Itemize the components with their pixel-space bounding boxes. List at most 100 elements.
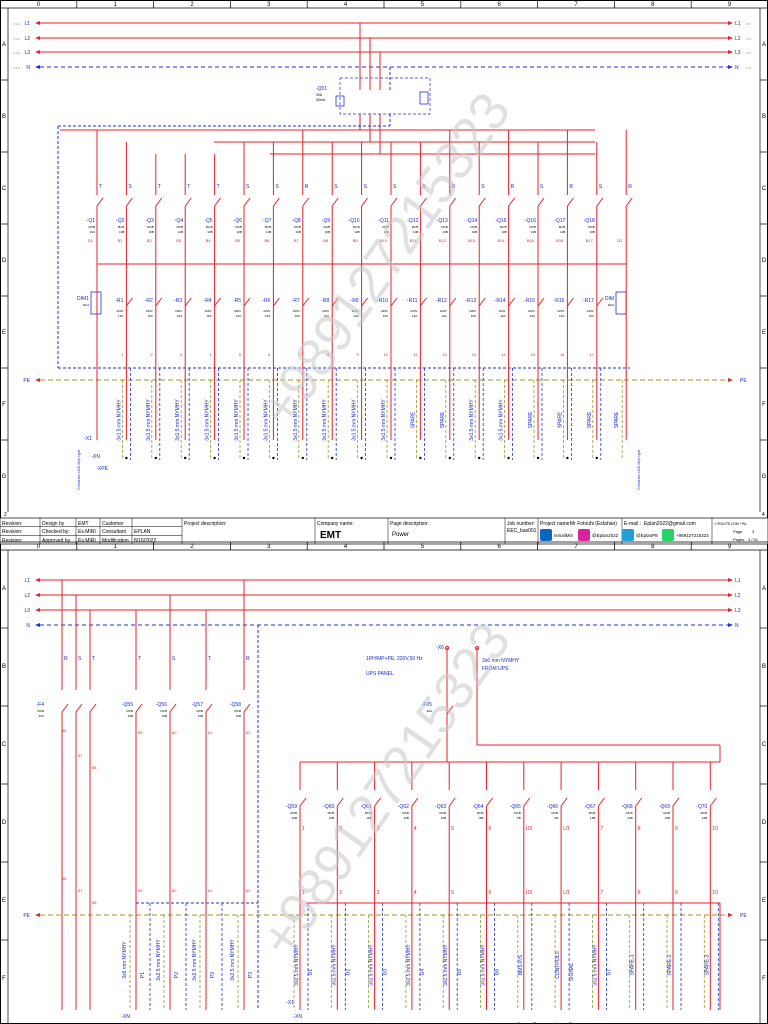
mcb-q18[interactable] [585,214,607,234]
row-index: E [762,898,766,904]
mcb-rating: 25B [128,714,133,718]
terminal-point [184,456,187,460]
mcb-q16[interactable] [526,214,548,234]
mcb-rating: 10B [295,230,300,234]
email: Eplan2022@gmail.com [644,521,696,527]
mcb-contact [523,797,531,807]
project-description-label: Project description: [184,521,227,527]
mcb-type: MCB [353,225,360,229]
cable-destination: P3 [248,972,254,978]
mcb-tag: -Q11 [378,218,389,224]
phase-letter: S [78,656,82,662]
main-breaker-sensitivity: 30mA [316,98,326,102]
cross-ref: 2.9 E [13,22,20,26]
mcb-hit[interactable] [144,214,166,234]
bus-arrow [35,50,40,54]
relay-current: 16A [353,314,358,318]
mcb-rating: 6B [517,816,521,820]
cross-ref: 2.9 E [13,51,20,55]
relay-voltage: 220V [293,309,300,313]
mcb-q3[interactable] [144,214,166,234]
mcb-tag: -Q68 [622,804,633,810]
row-index: E [2,330,6,336]
mcb-type: MCB [701,811,708,815]
relay-tag: -R10 [377,298,388,304]
mcb-q4[interactable] [173,214,195,234]
ups-cable: 3x6 mm NYMHY [482,658,520,664]
mcb-q2[interactable] [114,214,136,234]
mcb-type: MCB [440,811,447,815]
mcb-type: MCB [441,225,448,229]
mcb-q6[interactable] [232,214,254,234]
telegram-icon[interactable] [622,529,634,541]
mcb-hit[interactable] [291,214,313,234]
cable-label: 3x1.5 mm NYMHY [175,399,181,441]
ups-terminal: -X6 [436,645,444,651]
mcb-rating: 16B [702,816,707,820]
mcb-q7[interactable] [261,214,283,234]
bus-label-l2: L2 [24,593,30,599]
mcb-contact [302,197,310,207]
mcb-tag: -Q16 [525,218,536,224]
mcb-q1[interactable] [85,214,107,234]
main-breaker-q01[interactable] [339,77,431,115]
mcb-hit[interactable] [261,214,283,234]
mcb-rating: 10B [413,230,418,234]
cross-ref: / 4.8 [745,37,751,41]
relay-voltage: 220V [410,309,417,313]
design-by: EMT [78,521,89,527]
mcb-contact [635,797,643,807]
mcb-q9[interactable] [320,214,342,234]
dimmer-dim1[interactable] [90,291,102,315]
mcb-q17[interactable] [555,214,577,234]
main-breaker-rating: 32A [316,93,323,97]
relay-contact [361,297,369,307]
linkedin-icon[interactable] [540,529,552,541]
cable-label: SPARE-2 [667,954,673,975]
title-block [0,517,768,545]
mcb-hit[interactable] [555,214,577,234]
phase-letter: S [393,184,397,190]
wire-number: 56 [62,728,67,733]
wire-number: 62 [246,730,251,735]
whatsapp-icon[interactable] [662,529,674,541]
mcb-hit[interactable] [232,214,254,234]
mcb-hit[interactable] [467,214,489,234]
wire-number: 8 [638,890,641,896]
mcb-q14[interactable] [467,214,489,234]
phase-letter: T [138,656,141,662]
phase-letter: T [187,184,190,190]
mcb-hit[interactable] [526,214,548,234]
mcb-type: MCB [365,811,372,815]
relay-current: 16A [441,314,446,318]
page-description-label: Page description: [390,521,429,527]
mcb-hit[interactable] [203,214,225,234]
mcb-contact [709,797,717,807]
mcb-q5[interactable] [203,214,225,234]
wire-number: 9 [356,352,359,357]
mcb-hit[interactable] [585,214,607,234]
mcb-tag: -Q15 [495,218,506,224]
mcb-contact [598,797,605,807]
row-index: G [762,474,767,480]
bus-arrow [35,65,40,69]
instagram-icon[interactable] [578,529,590,541]
relay-current: 16A [383,314,388,318]
mcb-rating: 10B [207,230,212,234]
mcb-hit[interactable] [320,214,342,234]
relay-contact [272,297,280,307]
column-index: 3 [267,2,271,8]
led-connector-left: Connector LED Strip light [77,450,81,490]
bus-label-n: N [735,623,739,629]
mcb-q8[interactable] [291,214,313,234]
mcb-hit[interactable] [85,214,107,234]
relay-contact [567,297,574,307]
mcb-hit[interactable] [173,214,195,234]
customer-label: Customer [102,521,124,527]
relay-contact [214,297,222,307]
mcb-hit[interactable] [114,214,136,234]
mcb-hit[interactable] [497,214,519,234]
mcb-q15[interactable] [497,214,519,234]
revision-label: Revision: [2,538,23,544]
dimmer-dim[interactable] [615,291,627,315]
